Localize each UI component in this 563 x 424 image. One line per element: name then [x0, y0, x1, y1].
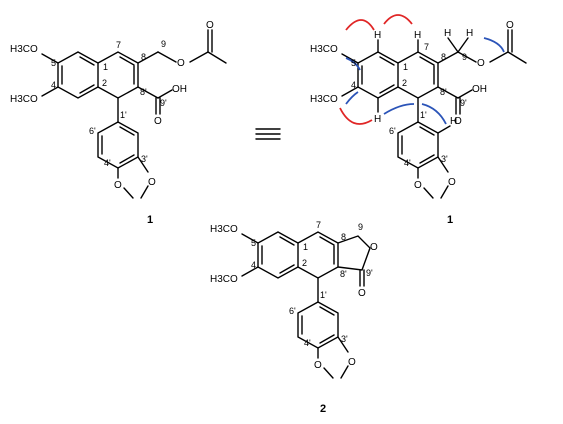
- atom-num-8: 8: [141, 52, 146, 62]
- label-ome-bottom: H3CO: [210, 274, 238, 285]
- label-carbonyl-o: O: [206, 20, 214, 31]
- atom-num-1: 1: [103, 62, 108, 72]
- label-ome-bottom: H3CO: [10, 94, 38, 105]
- atom-num-4: 4: [51, 80, 56, 90]
- label-h2p: H: [450, 116, 457, 127]
- label-diox-o1: O: [348, 357, 356, 368]
- atom-num-1: 1: [303, 242, 308, 252]
- label-acid-o: O: [454, 116, 462, 127]
- compound-label: 2: [320, 403, 326, 415]
- atom-num-1p: 1': [120, 110, 127, 120]
- label-diox-o2: O: [114, 180, 122, 191]
- label-ome-top: H3CO: [310, 44, 338, 55]
- atom-num-8: 8: [441, 52, 446, 62]
- atom-num-5: 5: [251, 238, 256, 248]
- compound-label: 1: [447, 214, 453, 226]
- hmbc-arrow-h9-co: [483, 37, 505, 53]
- structure-compound-1-right: [341, 29, 527, 199]
- atom-num-8p: 8': [140, 87, 147, 97]
- labels-compound-2: H3CO H3CO O O O O 1 2 4 5 7 8 8' 9 9' 1'…: [210, 220, 378, 415]
- atom-num-1p: 1': [320, 290, 327, 300]
- atom-num-4: 4: [251, 260, 256, 270]
- atom-num-4p: 4': [404, 158, 411, 168]
- atom-num-9p: 9': [160, 98, 167, 108]
- label-h6: H: [374, 30, 381, 41]
- label-acid-oh: OH: [472, 84, 487, 95]
- atom-num-3p: 3': [441, 154, 448, 164]
- hmbc-arrow-h2p-c8p: [421, 103, 447, 125]
- atom-num-4p: 4': [304, 338, 311, 348]
- label-lactone-o: O: [370, 242, 378, 253]
- atom-num-8p: 8': [440, 87, 447, 97]
- atom-num-6p: 6': [289, 306, 296, 316]
- label-diox-o2: O: [414, 180, 422, 191]
- label-h9b: H: [466, 28, 473, 39]
- atom-num-2: 2: [302, 258, 307, 268]
- hmbc-arrow-ome-c5: [345, 57, 361, 71]
- atom-num-4p: 4': [104, 158, 111, 168]
- atom-num-9p: 9': [366, 268, 373, 278]
- structure-compound-1-left: [41, 29, 227, 199]
- atom-num-8p: 8': [340, 269, 347, 279]
- label-carbonyl-o: O: [358, 288, 366, 299]
- atom-num-5: 5: [51, 58, 56, 68]
- label-acid-o: O: [154, 116, 162, 127]
- atom-num-8: 8: [341, 232, 346, 242]
- atom-num-1: 1: [403, 62, 408, 72]
- labels-compound-1-left: H3CO H3CO O O OH O O O 1 2 4 5 7 8 8' 9 …: [10, 20, 214, 226]
- atom-num-2: 2: [402, 78, 407, 88]
- label-diox-o2: O: [314, 360, 322, 371]
- label-acid-oh: OH: [172, 84, 187, 95]
- atom-num-6p: 6': [389, 126, 396, 136]
- atom-num-3p: 3': [141, 154, 148, 164]
- label-h7: H: [414, 30, 421, 41]
- atom-num-4: 4: [351, 80, 356, 90]
- atom-num-7: 7: [424, 42, 429, 52]
- structure-compound-2: [241, 231, 371, 379]
- label-diox-o1: O: [448, 177, 456, 188]
- atom-num-9: 9: [462, 52, 467, 62]
- label-h3: H: [374, 114, 381, 125]
- label-diox-o1: O: [148, 177, 156, 188]
- atom-num-9: 9: [358, 222, 363, 232]
- label-h9a: H: [444, 28, 451, 39]
- noe-arrow-ome-h-bottom: [339, 107, 373, 125]
- label-ome-top: H3CO: [10, 44, 38, 55]
- compound-label: 1: [147, 214, 153, 226]
- equivalence-sign: [255, 128, 281, 140]
- hmbc-arrow-h-c1p: [383, 103, 415, 115]
- atom-num-3p: 3': [341, 334, 348, 344]
- atom-num-7: 7: [316, 220, 321, 230]
- label-ome-top: H3CO: [210, 224, 238, 235]
- atom-num-5: 5: [351, 58, 356, 68]
- noe-arrow-ome-h: [345, 19, 375, 31]
- atom-num-6p: 6': [89, 126, 96, 136]
- label-ester-o: O: [477, 58, 485, 69]
- hmbc-arrow-ome-c4: [345, 91, 359, 105]
- noe-arrow-h-h: [383, 14, 413, 25]
- atom-num-1p: 1': [420, 110, 427, 120]
- label-ester-o: O: [177, 58, 185, 69]
- atom-num-9p: 9': [460, 98, 467, 108]
- label-carbonyl-o: O: [506, 20, 514, 31]
- labels-compound-1-right: H3CO H3CO O O OH O O O H H H H H H 1 2 4…: [310, 20, 514, 226]
- label-ome-bottom: H3CO: [310, 94, 338, 105]
- atom-num-2: 2: [102, 78, 107, 88]
- correlation-arrows: [339, 14, 505, 125]
- atom-num-9: 9: [161, 39, 166, 49]
- atom-num-7: 7: [116, 40, 121, 50]
